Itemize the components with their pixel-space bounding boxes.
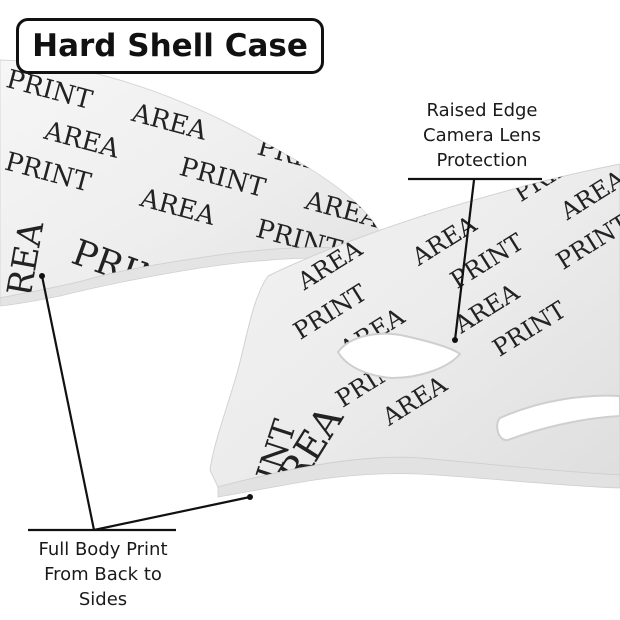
side-pointer-line (93, 495, 251, 532)
callout-pointers (28, 177, 542, 532)
camera-pointer-tip (452, 337, 458, 343)
callout-text-line: Raised Edge (426, 100, 538, 121)
back-pointer-tip (39, 273, 45, 279)
side-pointer-tip (247, 494, 253, 500)
camera-pointer-line (453, 179, 476, 341)
callout-text-line: From Back to (44, 564, 162, 585)
back-pointer-line (40, 275, 96, 531)
print-area-word: AREA (302, 103, 385, 152)
camera-callout-label: Raised Edge Camera Lens Protection (404, 98, 560, 173)
callout-text-line: Camera Lens (423, 125, 541, 146)
callout-text-line: Full Body Print (38, 539, 168, 560)
camera-cutout (336, 332, 462, 380)
title-text: Hard Shell Case (32, 28, 308, 64)
callout-text-line: Protection (436, 150, 528, 171)
body-print-callout-label: Full Body Print From Back to Sides (20, 537, 186, 612)
callout-text-line: Sides (78, 589, 128, 610)
button-cutout (496, 394, 620, 442)
title-badge: Hard Shell Case (16, 18, 324, 74)
